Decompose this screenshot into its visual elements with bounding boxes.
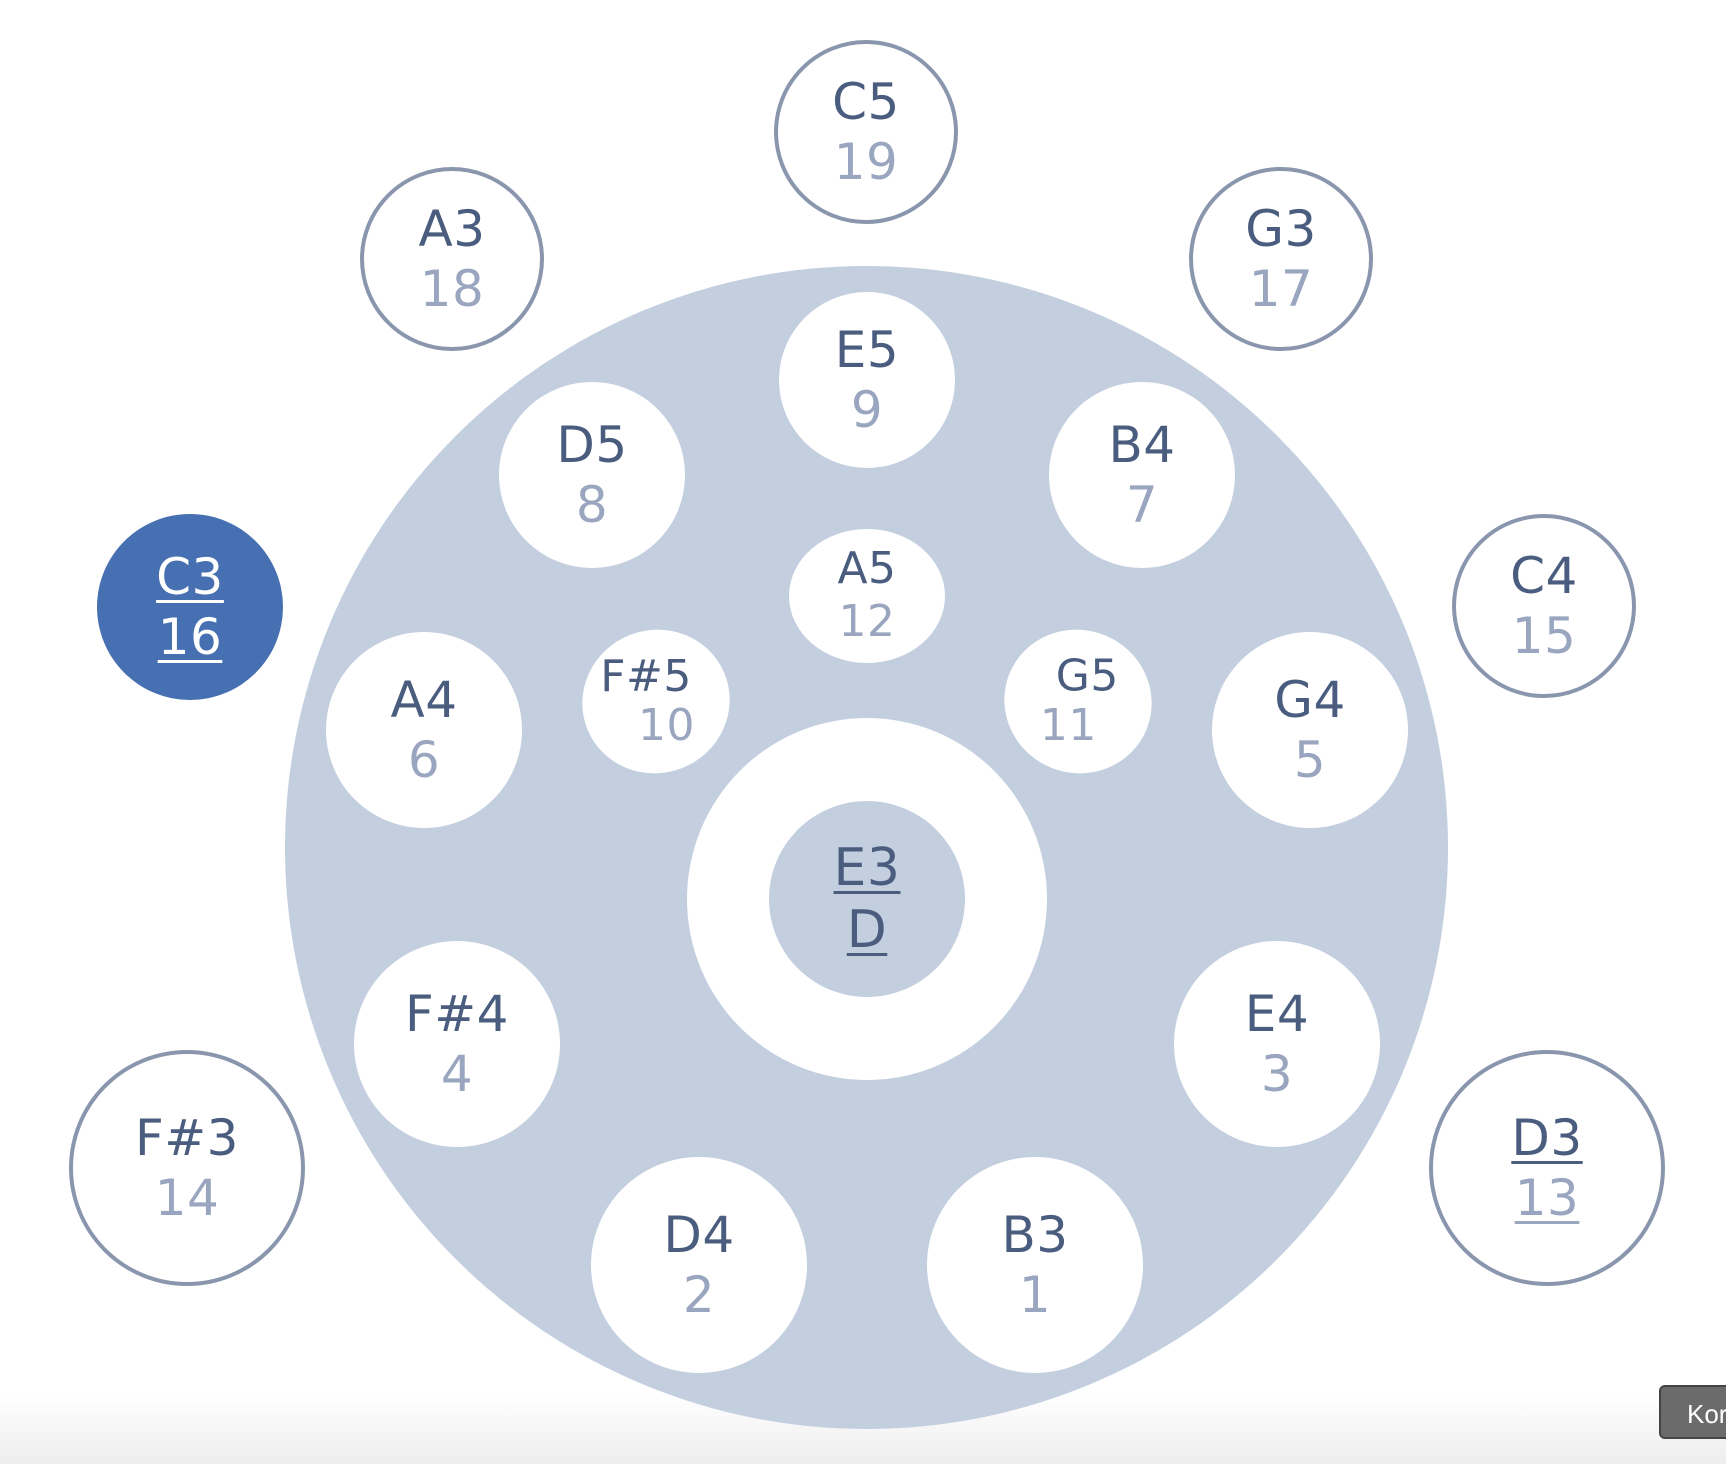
note-number: 13 <box>1514 1169 1580 1227</box>
note-number: 3 <box>1260 1045 1294 1103</box>
ding-note[interactable]: E3 D <box>769 801 965 997</box>
kor-button[interactable]: Kor <box>1659 1385 1726 1439</box>
note-number: 11 <box>1039 699 1097 751</box>
note-c4[interactable]: C4 15 <box>1452 514 1636 698</box>
note-name: F#4 <box>405 985 509 1043</box>
note-name: B4 <box>1108 416 1176 474</box>
note-c5[interactable]: C5 19 <box>774 40 958 224</box>
note-name: G4 <box>1274 671 1346 729</box>
note-number: 9 <box>850 381 884 439</box>
note-fsharp3[interactable]: F#3 14 <box>69 1050 305 1286</box>
note-number: 2 <box>682 1266 716 1324</box>
note-g4[interactable]: G4 5 <box>1212 632 1408 828</box>
note-e5[interactable]: E5 9 <box>779 292 955 468</box>
note-a4[interactable]: A4 6 <box>326 632 522 828</box>
note-d5[interactable]: D5 8 <box>499 382 685 568</box>
note-number: 16 <box>157 608 223 666</box>
note-number: 12 <box>838 596 896 647</box>
note-d4[interactable]: D4 2 <box>591 1157 807 1373</box>
note-number: 15 <box>1511 607 1577 665</box>
note-number: 18 <box>419 260 485 318</box>
note-a5[interactable]: A5 12 <box>789 529 945 663</box>
note-name: E4 <box>1244 985 1310 1043</box>
note-number: 5 <box>1293 731 1327 789</box>
note-name: F#5 <box>600 650 692 702</box>
note-number: 6 <box>407 731 441 789</box>
note-a3[interactable]: A3 18 <box>360 167 544 351</box>
note-name: D3 <box>1511 1109 1583 1167</box>
note-name: E5 <box>834 321 900 379</box>
note-name: A3 <box>418 200 486 258</box>
note-number: 7 <box>1125 476 1159 534</box>
note-name: D5 <box>556 416 628 474</box>
note-number: 10 <box>637 699 695 751</box>
note-name: C5 <box>832 73 900 131</box>
note-name: B3 <box>1001 1206 1069 1264</box>
note-b4[interactable]: B4 7 <box>1049 382 1235 568</box>
note-number: 14 <box>154 1169 220 1227</box>
note-fsharp4[interactable]: F#4 4 <box>354 941 560 1147</box>
note-d3[interactable]: D3 13 <box>1429 1050 1665 1286</box>
note-number: 17 <box>1248 260 1314 318</box>
note-number: 8 <box>575 476 609 534</box>
note-name: D4 <box>663 1206 735 1264</box>
note-name: F#3 <box>135 1109 239 1167</box>
note-b3[interactable]: B3 1 <box>927 1157 1143 1373</box>
note-number: 19 <box>833 133 899 191</box>
note-e4[interactable]: E4 3 <box>1174 941 1380 1147</box>
note-number: 1 <box>1018 1266 1052 1324</box>
note-name: G3 <box>1245 200 1317 258</box>
note-number: 4 <box>440 1045 474 1103</box>
note-name: G5 <box>1056 650 1120 702</box>
note-name: A4 <box>390 671 458 729</box>
note-name: E3 <box>833 837 901 898</box>
note-name: A5 <box>837 543 897 595</box>
note-name: C3 <box>156 548 224 606</box>
note-c3-active[interactable]: C3 16 <box>97 514 283 700</box>
note-number: D <box>846 900 888 960</box>
note-name: C4 <box>1510 547 1578 605</box>
note-g3[interactable]: G3 17 <box>1189 167 1373 351</box>
